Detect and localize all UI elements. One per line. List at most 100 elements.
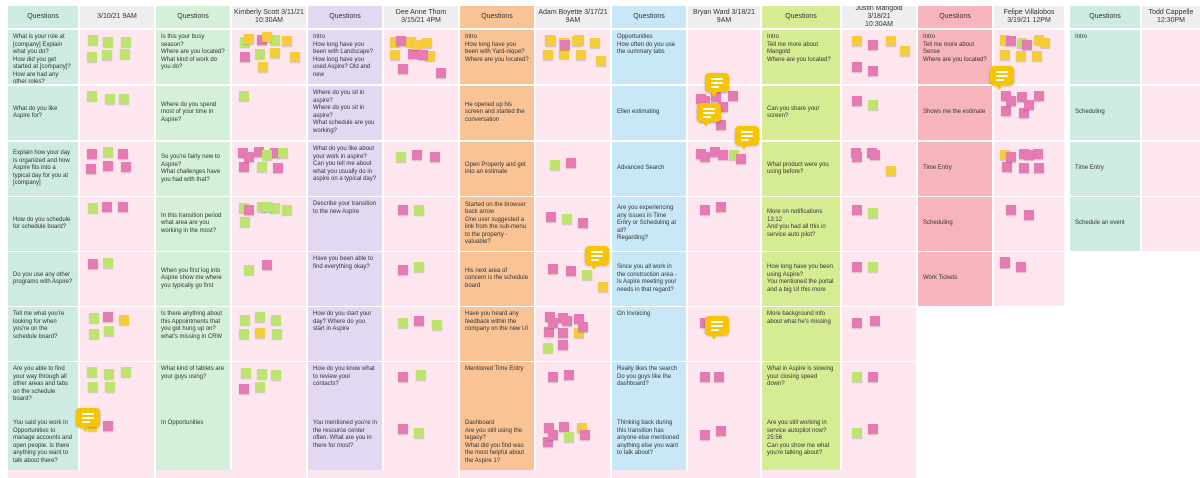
sticky-note[interactable] bbox=[868, 208, 878, 218]
answer-zone[interactable] bbox=[536, 197, 610, 251]
question-card[interactable]: Are you experiencing any issues in Time … bbox=[612, 197, 686, 251]
question-card[interactable]: You said you work in Opportunities to ma… bbox=[8, 416, 78, 470]
sticky-note[interactable] bbox=[562, 316, 572, 326]
sticky-note[interactable] bbox=[1024, 210, 1034, 220]
sticky-note[interactable] bbox=[852, 318, 862, 328]
comment-bubble-icon[interactable] bbox=[76, 408, 100, 432]
sticky-note[interactable] bbox=[560, 40, 570, 50]
sticky-note[interactable] bbox=[576, 50, 586, 60]
sticky-note[interactable] bbox=[244, 205, 254, 215]
sticky-note[interactable] bbox=[416, 370, 426, 380]
sticky-note[interactable] bbox=[700, 372, 710, 382]
sticky-note[interactable] bbox=[240, 217, 250, 227]
sticky-note[interactable] bbox=[562, 214, 572, 224]
sticky-note[interactable] bbox=[566, 266, 576, 276]
answer-zone[interactable] bbox=[232, 416, 306, 470]
sticky-note[interactable] bbox=[103, 37, 113, 47]
sticky-note[interactable] bbox=[278, 148, 288, 158]
sticky-note[interactable] bbox=[1017, 92, 1027, 102]
comment-bubble-icon[interactable] bbox=[735, 126, 759, 150]
question-card[interactable]: Do you use any other programs with Aspir… bbox=[8, 252, 78, 306]
sticky-note[interactable] bbox=[255, 312, 265, 322]
sticky-note[interactable] bbox=[886, 36, 896, 46]
sticky-note[interactable] bbox=[559, 422, 569, 432]
sticky-note[interactable] bbox=[598, 282, 608, 292]
sticky-note[interactable] bbox=[582, 270, 592, 280]
sticky-note[interactable] bbox=[87, 367, 97, 377]
question-card[interactable]: When you first log into Aspire show me w… bbox=[156, 252, 230, 306]
sticky-note[interactable] bbox=[88, 382, 98, 392]
sticky-note[interactable] bbox=[716, 426, 726, 436]
sticky-note[interactable] bbox=[718, 102, 728, 112]
question-card[interactable]: Time Entry bbox=[1070, 142, 1140, 196]
question-card[interactable]: How do you know what to review your cont… bbox=[308, 362, 382, 416]
sticky-note[interactable] bbox=[270, 35, 280, 45]
question-card[interactable]: Started on the browser back arrow One us… bbox=[460, 197, 534, 251]
sticky-note[interactable] bbox=[390, 37, 400, 47]
question-card[interactable]: In Opportunities bbox=[156, 416, 230, 470]
question-card[interactable]: Ellen estimating bbox=[612, 86, 686, 140]
sticky-note[interactable] bbox=[550, 160, 560, 170]
sticky-note[interactable] bbox=[564, 432, 574, 442]
sticky-note[interactable] bbox=[546, 36, 556, 46]
sticky-note[interactable] bbox=[1034, 163, 1044, 173]
question-card[interactable]: Where do you spend most of your time in … bbox=[156, 86, 230, 140]
sticky-note[interactable] bbox=[414, 205, 424, 215]
sticky-note[interactable] bbox=[103, 421, 113, 431]
sticky-note[interactable] bbox=[422, 38, 432, 48]
sticky-note[interactable] bbox=[1002, 162, 1012, 172]
sticky-note[interactable] bbox=[425, 51, 435, 61]
sticky-note[interactable] bbox=[1006, 96, 1016, 106]
sticky-note[interactable] bbox=[244, 265, 254, 275]
sticky-note[interactable] bbox=[1034, 91, 1044, 101]
sticky-note[interactable] bbox=[270, 148, 280, 158]
comment-bubble-icon[interactable] bbox=[990, 66, 1014, 90]
sticky-note[interactable] bbox=[852, 36, 862, 46]
sticky-note[interactable] bbox=[118, 202, 128, 212]
sticky-note[interactable] bbox=[729, 150, 739, 160]
sticky-note[interactable] bbox=[89, 329, 99, 339]
sticky-note[interactable] bbox=[1000, 50, 1010, 60]
sticky-note[interactable] bbox=[590, 38, 600, 48]
question-card[interactable]: Dashboard Are you still using the legacy… bbox=[460, 416, 534, 470]
sticky-note[interactable] bbox=[548, 264, 558, 274]
question-card[interactable]: Intro How long have you been with Yard-n… bbox=[460, 30, 534, 84]
question-card[interactable]: Advanced Search bbox=[612, 142, 686, 196]
sticky-note[interactable] bbox=[398, 424, 408, 434]
answer-zone[interactable] bbox=[688, 362, 760, 416]
sticky-note[interactable] bbox=[103, 147, 113, 157]
sticky-note[interactable] bbox=[718, 150, 728, 160]
sticky-note[interactable] bbox=[270, 48, 280, 58]
answer-zone[interactable] bbox=[1142, 30, 1200, 84]
sticky-note[interactable] bbox=[1000, 258, 1010, 268]
sticky-note[interactable] bbox=[728, 91, 738, 101]
sticky-note[interactable] bbox=[104, 326, 114, 336]
sticky-note[interactable] bbox=[432, 320, 442, 330]
sticky-note[interactable] bbox=[262, 260, 272, 270]
question-card[interactable]: So you're fairly new to Aspire? What cha… bbox=[156, 142, 230, 196]
question-card[interactable]: Explain how your day is organized and ho… bbox=[8, 142, 78, 196]
sticky-note[interactable] bbox=[104, 369, 114, 379]
question-card[interactable]: Scheduling bbox=[918, 197, 992, 251]
sticky-note[interactable] bbox=[270, 203, 280, 213]
sticky-note[interactable] bbox=[87, 91, 97, 101]
sticky-note[interactable] bbox=[119, 315, 129, 325]
sticky-note[interactable] bbox=[1024, 100, 1034, 110]
sticky-note[interactable] bbox=[262, 150, 272, 160]
sticky-note[interactable] bbox=[241, 368, 251, 378]
sticky-note[interactable] bbox=[548, 430, 558, 440]
sticky-note[interactable] bbox=[240, 52, 250, 62]
sticky-note[interactable] bbox=[255, 49, 265, 59]
question-card[interactable]: Is this your busy season? Where are you … bbox=[156, 30, 230, 84]
sticky-note[interactable] bbox=[257, 369, 267, 379]
question-card[interactable]: Opportunities How often do you use the s… bbox=[612, 30, 686, 84]
sticky-note[interactable] bbox=[239, 329, 249, 339]
sticky-note[interactable] bbox=[558, 340, 568, 350]
sticky-note[interactable] bbox=[89, 313, 99, 323]
question-card[interactable]: Scheduling bbox=[1070, 86, 1140, 140]
sticky-note[interactable] bbox=[700, 96, 710, 106]
sticky-note[interactable] bbox=[262, 202, 272, 212]
question-card[interactable]: What do you like about your work in aspi… bbox=[308, 142, 382, 196]
sticky-note[interactable] bbox=[282, 36, 292, 46]
